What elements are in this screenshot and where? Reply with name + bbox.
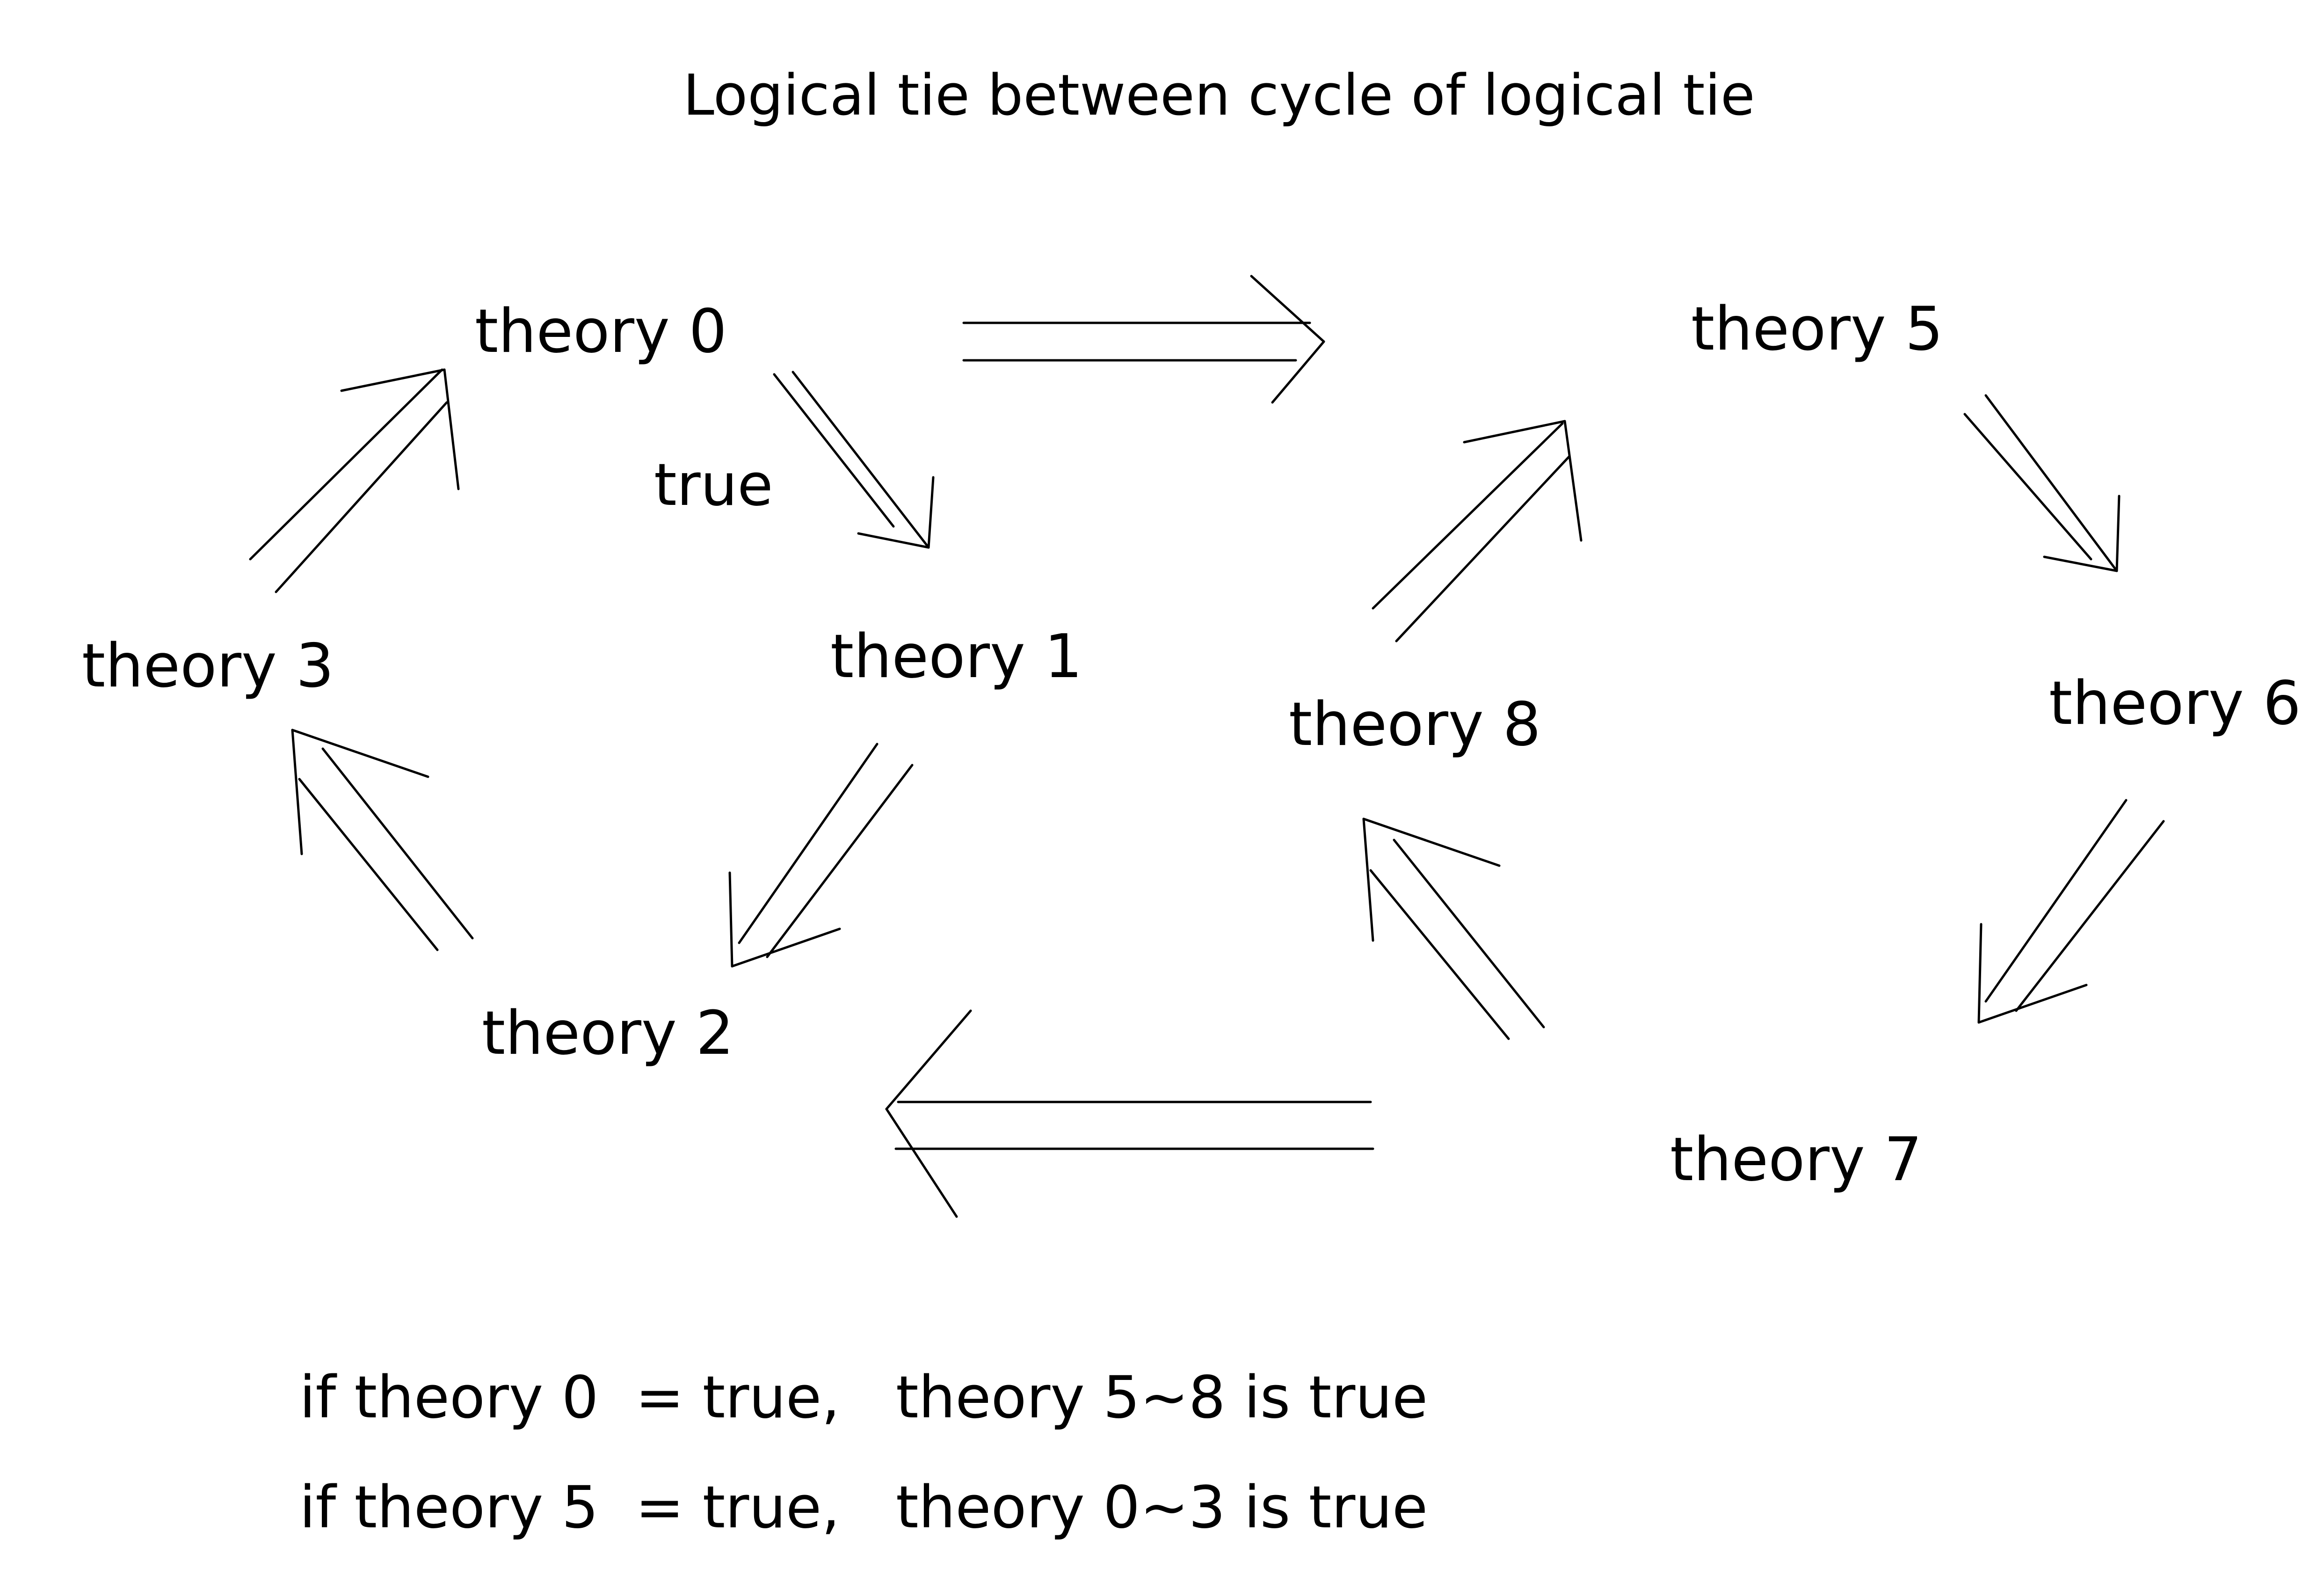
arrow-theory0-to-theory5 — [962, 275, 1325, 404]
arrow-theory1-to-theory2 — [728, 743, 914, 968]
node-theory-2: theory 2 — [482, 999, 734, 1068]
arrow-theory0-to-theory1 — [773, 371, 935, 549]
node-theory-6: theory 6 — [2049, 669, 2301, 738]
note-1-condition: if theory 0 = true, — [299, 1364, 840, 1431]
edge-label-true: true — [654, 452, 773, 519]
node-theory-0: theory 0 — [475, 297, 727, 366]
arrow-theory5-to-theory6 — [1963, 394, 2121, 572]
arrow-theory7-to-theory8 — [1362, 817, 1545, 1040]
arrow-theory6-to-theory7 — [1977, 799, 2165, 1024]
note-2-result: theory 0~3 is true — [896, 1474, 1428, 1541]
note-2-condition: if theory 5 = true, — [299, 1474, 840, 1541]
arrow-theory3-to-theory0 — [249, 368, 460, 593]
node-theory-1: theory 1 — [830, 622, 1082, 692]
arrow-theory7-to-theory2 — [885, 1009, 1374, 1218]
node-theory-8: theory 8 — [1289, 690, 1541, 759]
arrow-theory8-to-theory5 — [1372, 420, 1583, 642]
node-theory-7: theory 7 — [1670, 1125, 1922, 1195]
node-theory-3: theory 3 — [82, 631, 334, 701]
arrow-theory2-to-theory3 — [291, 729, 474, 951]
diagram-title: Logical tie between cycle of logical tie — [683, 63, 1755, 128]
note-1-result: theory 5~8 is true — [896, 1364, 1428, 1431]
node-theory-5: theory 5 — [1691, 294, 1943, 364]
